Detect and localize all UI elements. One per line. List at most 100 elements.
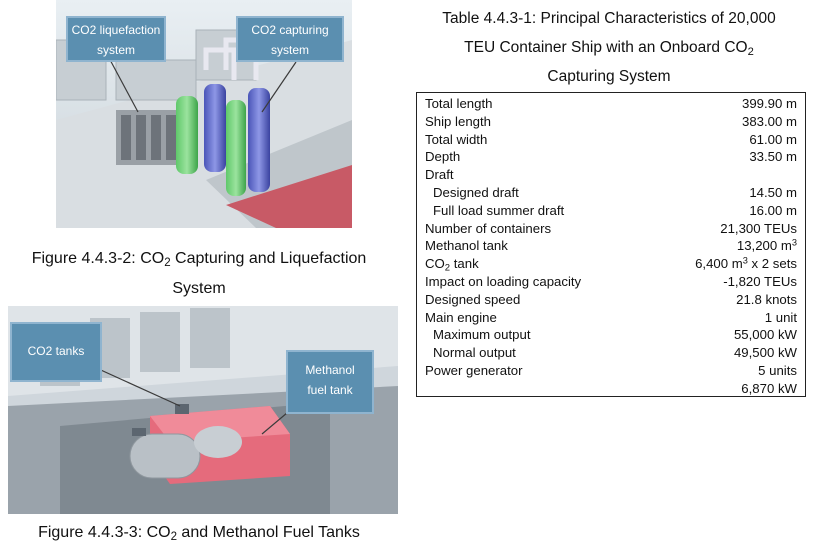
row-label-text: Designed speed [425,291,521,307]
figure2-caption: Figure 4.4.3-3: CO2 and Methanol Fuel Ta… [0,518,398,548]
row-value: -1,820 TEUs [723,273,797,291]
row-value-text: 16.00 m [749,202,797,218]
table-title: Table 4.4.3-1: Principal Characteristics… [404,4,814,91]
table-title-line2: TEU Container Ship with an Onboard CO [464,39,748,56]
row-label: Main engine [425,309,497,327]
row-label: Normal output [425,344,516,362]
figure2-caption-text: Figure 4.4.3-3: CO [38,524,171,541]
row-label-text: CO [425,256,445,272]
row-label: Full load summer draft [425,202,564,220]
row-label: Designed draft [425,184,519,202]
row-label-text: Normal output [433,345,516,361]
row-label-text: Total width [425,131,488,147]
row-label-sub: 2 [444,262,451,274]
row-label: Designed speed [425,291,520,309]
co2-capture-illustration: CO2 liquefaction system CO2 capturing sy… [56,0,352,228]
row-value-text: 61.00 m [749,131,797,147]
table-row: Main engine 1 unit [425,309,797,327]
row-value: 33.50 m [749,148,797,166]
row-value-text: 33.50 m [749,149,797,165]
row-value: 55,000 kW [734,326,797,344]
callout-co2-tanks: CO2 tanks [10,322,102,382]
table-row: Ship length 383.00 m [425,113,797,131]
row-value: 21.8 knots [736,291,797,309]
fuel-tanks-illustration: CO2 tanks Methanol fuel tank [0,306,398,514]
table-row: Impact on loading capacity -1,820 TEUs [425,273,797,291]
row-label: Impact on loading capacity [425,273,581,291]
row-label: Methanol tank [425,237,508,255]
figure2-caption-sub: 2 [170,530,177,543]
table-row: Draft [425,166,797,184]
figure1-caption-line2: System [172,280,226,297]
row-label: Ship length [425,113,491,131]
row-value: 14.50 m [749,184,797,202]
row-label-text: Draft [425,167,454,183]
row-value: 21,300 TEUs [720,220,797,238]
row-label-text: Main engine [425,309,497,325]
row-value: 5 units [758,362,797,380]
row-value-text: 21,300 TEUs [720,220,797,236]
row-label: Total width [425,131,487,149]
row-label-text: Impact on loading capacity [425,273,582,289]
row-value: 49,500 kW [734,344,797,362]
table-row: Designed speed 21.8 knots [425,291,797,309]
row-label-text: Methanol tank [425,238,508,254]
row-label-text: Designed draft [433,184,519,200]
row-label: Total length [425,95,492,113]
row-label-suffix: tank [450,256,479,272]
callout-co2-liquefaction: CO2 liquefaction system [66,16,166,62]
row-label: Number of containers [425,220,551,238]
callout-co2-capturing: CO2 capturing system [236,16,344,62]
table-title-line3: Capturing System [547,68,671,85]
figure1-caption-text: Figure 4.4.3-2: CO [31,250,165,267]
row-label-text: Full load summer draft [433,202,565,218]
row-value-text: 55,000 kW [733,327,797,343]
row-label-text: Maximum output [433,327,531,343]
row-value: 6,400 m3 x 2 sets [695,255,797,273]
row-value-text: 399.90 m [742,96,797,111]
row-label-text: Number of containers [425,220,552,236]
row-value-text: 13,200 m [736,238,792,254]
table-row: Number of containers 21,300 TEUs [425,220,797,238]
row-label-text: Depth [425,149,461,165]
row-value-text: 6,870 kW [741,380,797,396]
row-value-sup: 3 [742,255,748,266]
table-row: Methanol tank 13,200 m3 [425,237,797,255]
figure1-caption-suffix: Capturing and Liquefaction [170,250,367,267]
callout-methanol-tank: Methanol fuel tank [286,350,374,414]
table-row: Designed draft 14.50 m [425,184,797,202]
row-value: 61.00 m [749,131,797,149]
tanks-render [0,306,398,514]
row-label-text: Power generator [425,362,523,378]
table-row: Maximum output 55,000 kW [425,326,797,344]
row-value-text: -1,820 TEUs [723,273,797,289]
table-row: Total length 399.90 m [425,95,797,113]
figure2-caption-suffix: and Methanol Fuel Tanks [176,524,360,541]
row-value-text: 1 unit [764,309,797,325]
row-value-suffix: x 2 sets [747,256,797,272]
table-row: Power generator 5 units [425,362,797,380]
row-value-text: 6,400 m [695,256,743,272]
row-label: Maximum output [425,326,530,344]
row-label: Depth [425,148,460,166]
row-value-sup: 3 [791,237,797,248]
table-row: 6,870 kW [425,380,797,398]
table-title-sub: 2 [747,45,754,58]
row-value: 1 unit [765,309,797,327]
figure1-caption-sub: 2 [164,256,171,269]
row-value: 6,870 kW [741,380,797,398]
table-row: CO2 tank 6,400 m3 x 2 sets [425,255,797,273]
row-value-text: 383.00 m [742,113,797,129]
row-label-text: Ship length [425,113,491,129]
figure1-caption: Figure 4.4.3-2: CO2 Capturing and Liquef… [0,244,398,304]
row-value-text: 14.50 m [749,184,797,200]
row-value: 16.00 m [749,202,797,220]
row-value-text: 5 units [758,362,797,378]
table-row: Depth 33.50 m [425,148,797,166]
row-label: Draft [425,166,454,184]
row-value: 399.90 m [742,95,797,113]
row-label-text: Total length [425,96,493,111]
row-value: 383.00 m [742,113,797,131]
table-title-line1: Table 4.4.3-1: Principal Characteristics… [442,10,776,27]
